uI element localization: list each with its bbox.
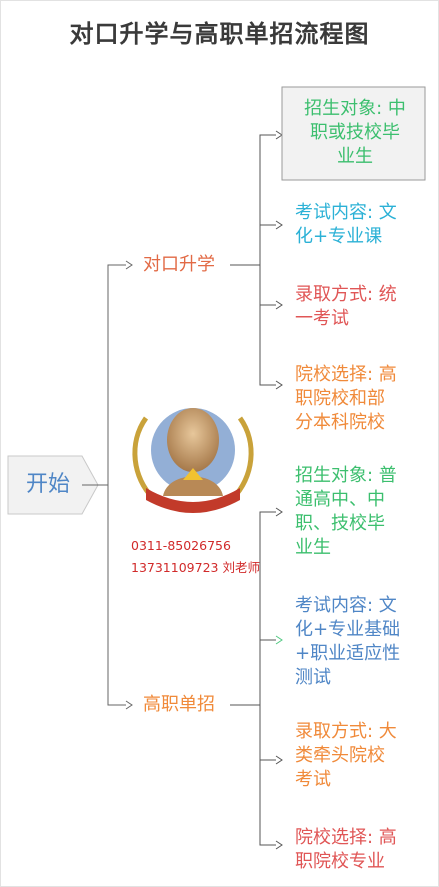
leaf-highlight-box (281, 86, 426, 181)
leaf-duikou-schools: 院校选择: 高职院校和部分本科院校 (295, 363, 420, 435)
leaf-text-line: 类牵头院校 (295, 745, 385, 766)
leaf-text-line: 录取方式: 大 (295, 721, 397, 742)
leaf-text-line: 化+专业基础 (295, 619, 401, 640)
leaf-duikou-target: 招生对象: 中职或技校毕业生 (290, 97, 420, 169)
leaf-text-line: 测试 (295, 667, 331, 688)
start-node-label: 开始 (25, 472, 70, 497)
leaf-text-line: 业生 (295, 537, 331, 558)
leaf-text-line: +职业适应性 (295, 643, 401, 664)
leaf-text-line: 业生 (337, 146, 373, 167)
page-title: 对口升学与高职单招流程图 (69, 20, 370, 48)
leaf-duikou-exam: 考试内容: 文化+专业课 (295, 201, 420, 249)
leaf-text-line: 招生对象: 普 (295, 465, 397, 486)
leaf-text-line: 分本科院校 (295, 412, 385, 433)
branch1-connector (230, 134, 276, 386)
leaf-duikou-admission: 录取方式: 统一考试 (295, 283, 420, 331)
emblem-laurel-right (231, 416, 254, 500)
start-node-shape (7, 455, 99, 515)
school-emblem (128, 388, 258, 518)
leaf-text-line: 化+专业课 (295, 226, 383, 247)
root-arrow-top (125, 260, 133, 270)
leaf-gaozhi-target: 招生对象: 普通高中、中职、技校毕业生 (295, 464, 420, 560)
root-connector (82, 264, 126, 706)
leaf-text-line: 一考试 (295, 308, 349, 329)
branch1-arrow-1 (275, 130, 283, 140)
branch2-arrow-3 (275, 755, 283, 765)
leaf-text-line: 录取方式: 统 (295, 284, 397, 305)
leaf-gaozhi-schools: 院校选择: 高职院校专业 (295, 826, 420, 874)
branch1-arrow-3 (275, 300, 283, 310)
branch1-arrow-4 (275, 380, 283, 390)
branch2-arrow-2 (275, 635, 283, 645)
leaf-text-line: 招生对象: 中 (304, 98, 406, 119)
leaf-text-line: 职院校专业 (295, 851, 385, 872)
emblem-bust (167, 408, 219, 472)
branch2-connector (230, 511, 276, 846)
branch-gaozhi: 高职单招 (143, 694, 215, 715)
leaf-text-line: 考试内容: 文 (295, 595, 397, 616)
leaf-text-line: 职或技校毕 (310, 122, 400, 143)
leaf-text-line: 考试 (295, 769, 331, 790)
root-arrow-bottom (125, 700, 133, 710)
branch1-arrow-2 (275, 220, 283, 230)
leaf-text-line: 考试内容: 文 (295, 202, 397, 223)
leaf-text-line: 职、技校毕 (295, 513, 385, 534)
leaf-gaozhi-admission: 录取方式: 大类牵头院校考试 (295, 720, 420, 792)
leaf-text-line: 院校选择: 高 (295, 364, 397, 385)
contact-phone-2: 13731109723 刘老师 (131, 560, 260, 575)
leaf-text-line: 院校选择: 高 (295, 827, 397, 848)
emblem-banner (146, 488, 240, 513)
contact-phone-1: 0311-85026756 (131, 538, 231, 553)
leaf-gaozhi-exam: 考试内容: 文化+专业基础 +职业适应性测试 (295, 594, 420, 690)
branch-duikou: 对口升学 (143, 254, 215, 275)
branch2-arrow-4 (275, 840, 283, 850)
branch2-arrow-1 (275, 507, 283, 517)
leaf-text-line: 通高中、中 (295, 489, 385, 510)
leaf-text-line: 职院校和部 (295, 388, 385, 409)
emblem-laurel-left (132, 416, 155, 500)
